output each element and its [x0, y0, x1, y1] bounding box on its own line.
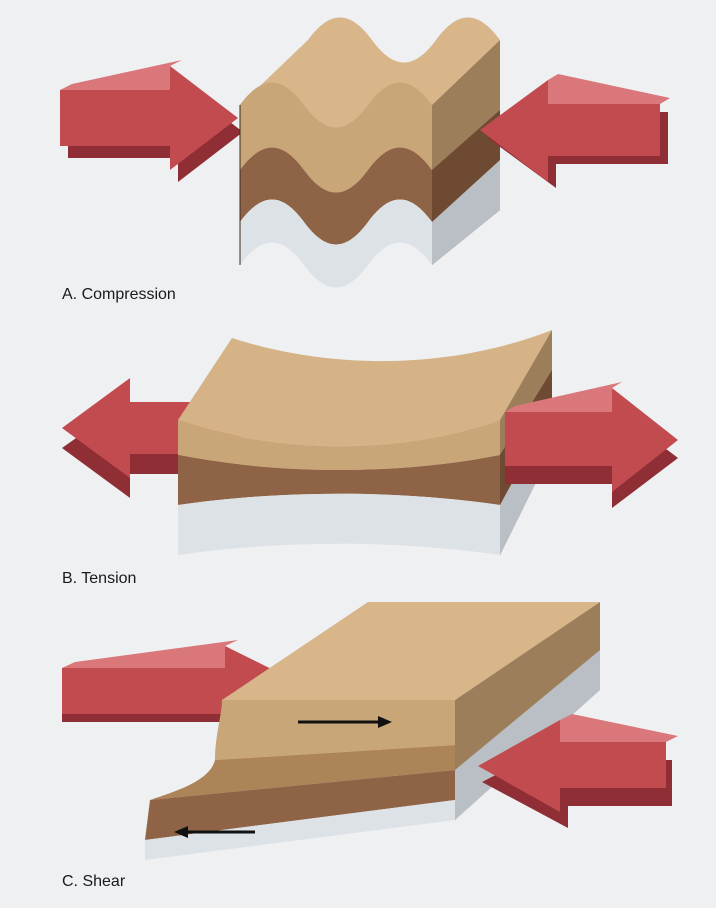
tension-label: B. Tension: [62, 570, 137, 587]
shear-label: C. Shear: [62, 873, 126, 890]
compression-label: A. Compression: [62, 286, 176, 303]
sheared-block: [145, 602, 600, 860]
folded-block: [239, 17, 500, 288]
tension-right-arrow-icon: [505, 382, 678, 508]
compression-right-arrow-icon: [480, 74, 670, 188]
shear-right-direction-icon: [298, 716, 392, 728]
compression-panel: [60, 17, 670, 288]
shear-left-direction-icon: [174, 826, 255, 838]
compression-left-arrow-icon: [60, 60, 243, 182]
shear-panel: [62, 602, 678, 860]
tension-panel: [62, 330, 678, 555]
thinned-block: [178, 330, 552, 555]
shear-right-arrow-icon: [478, 714, 678, 828]
